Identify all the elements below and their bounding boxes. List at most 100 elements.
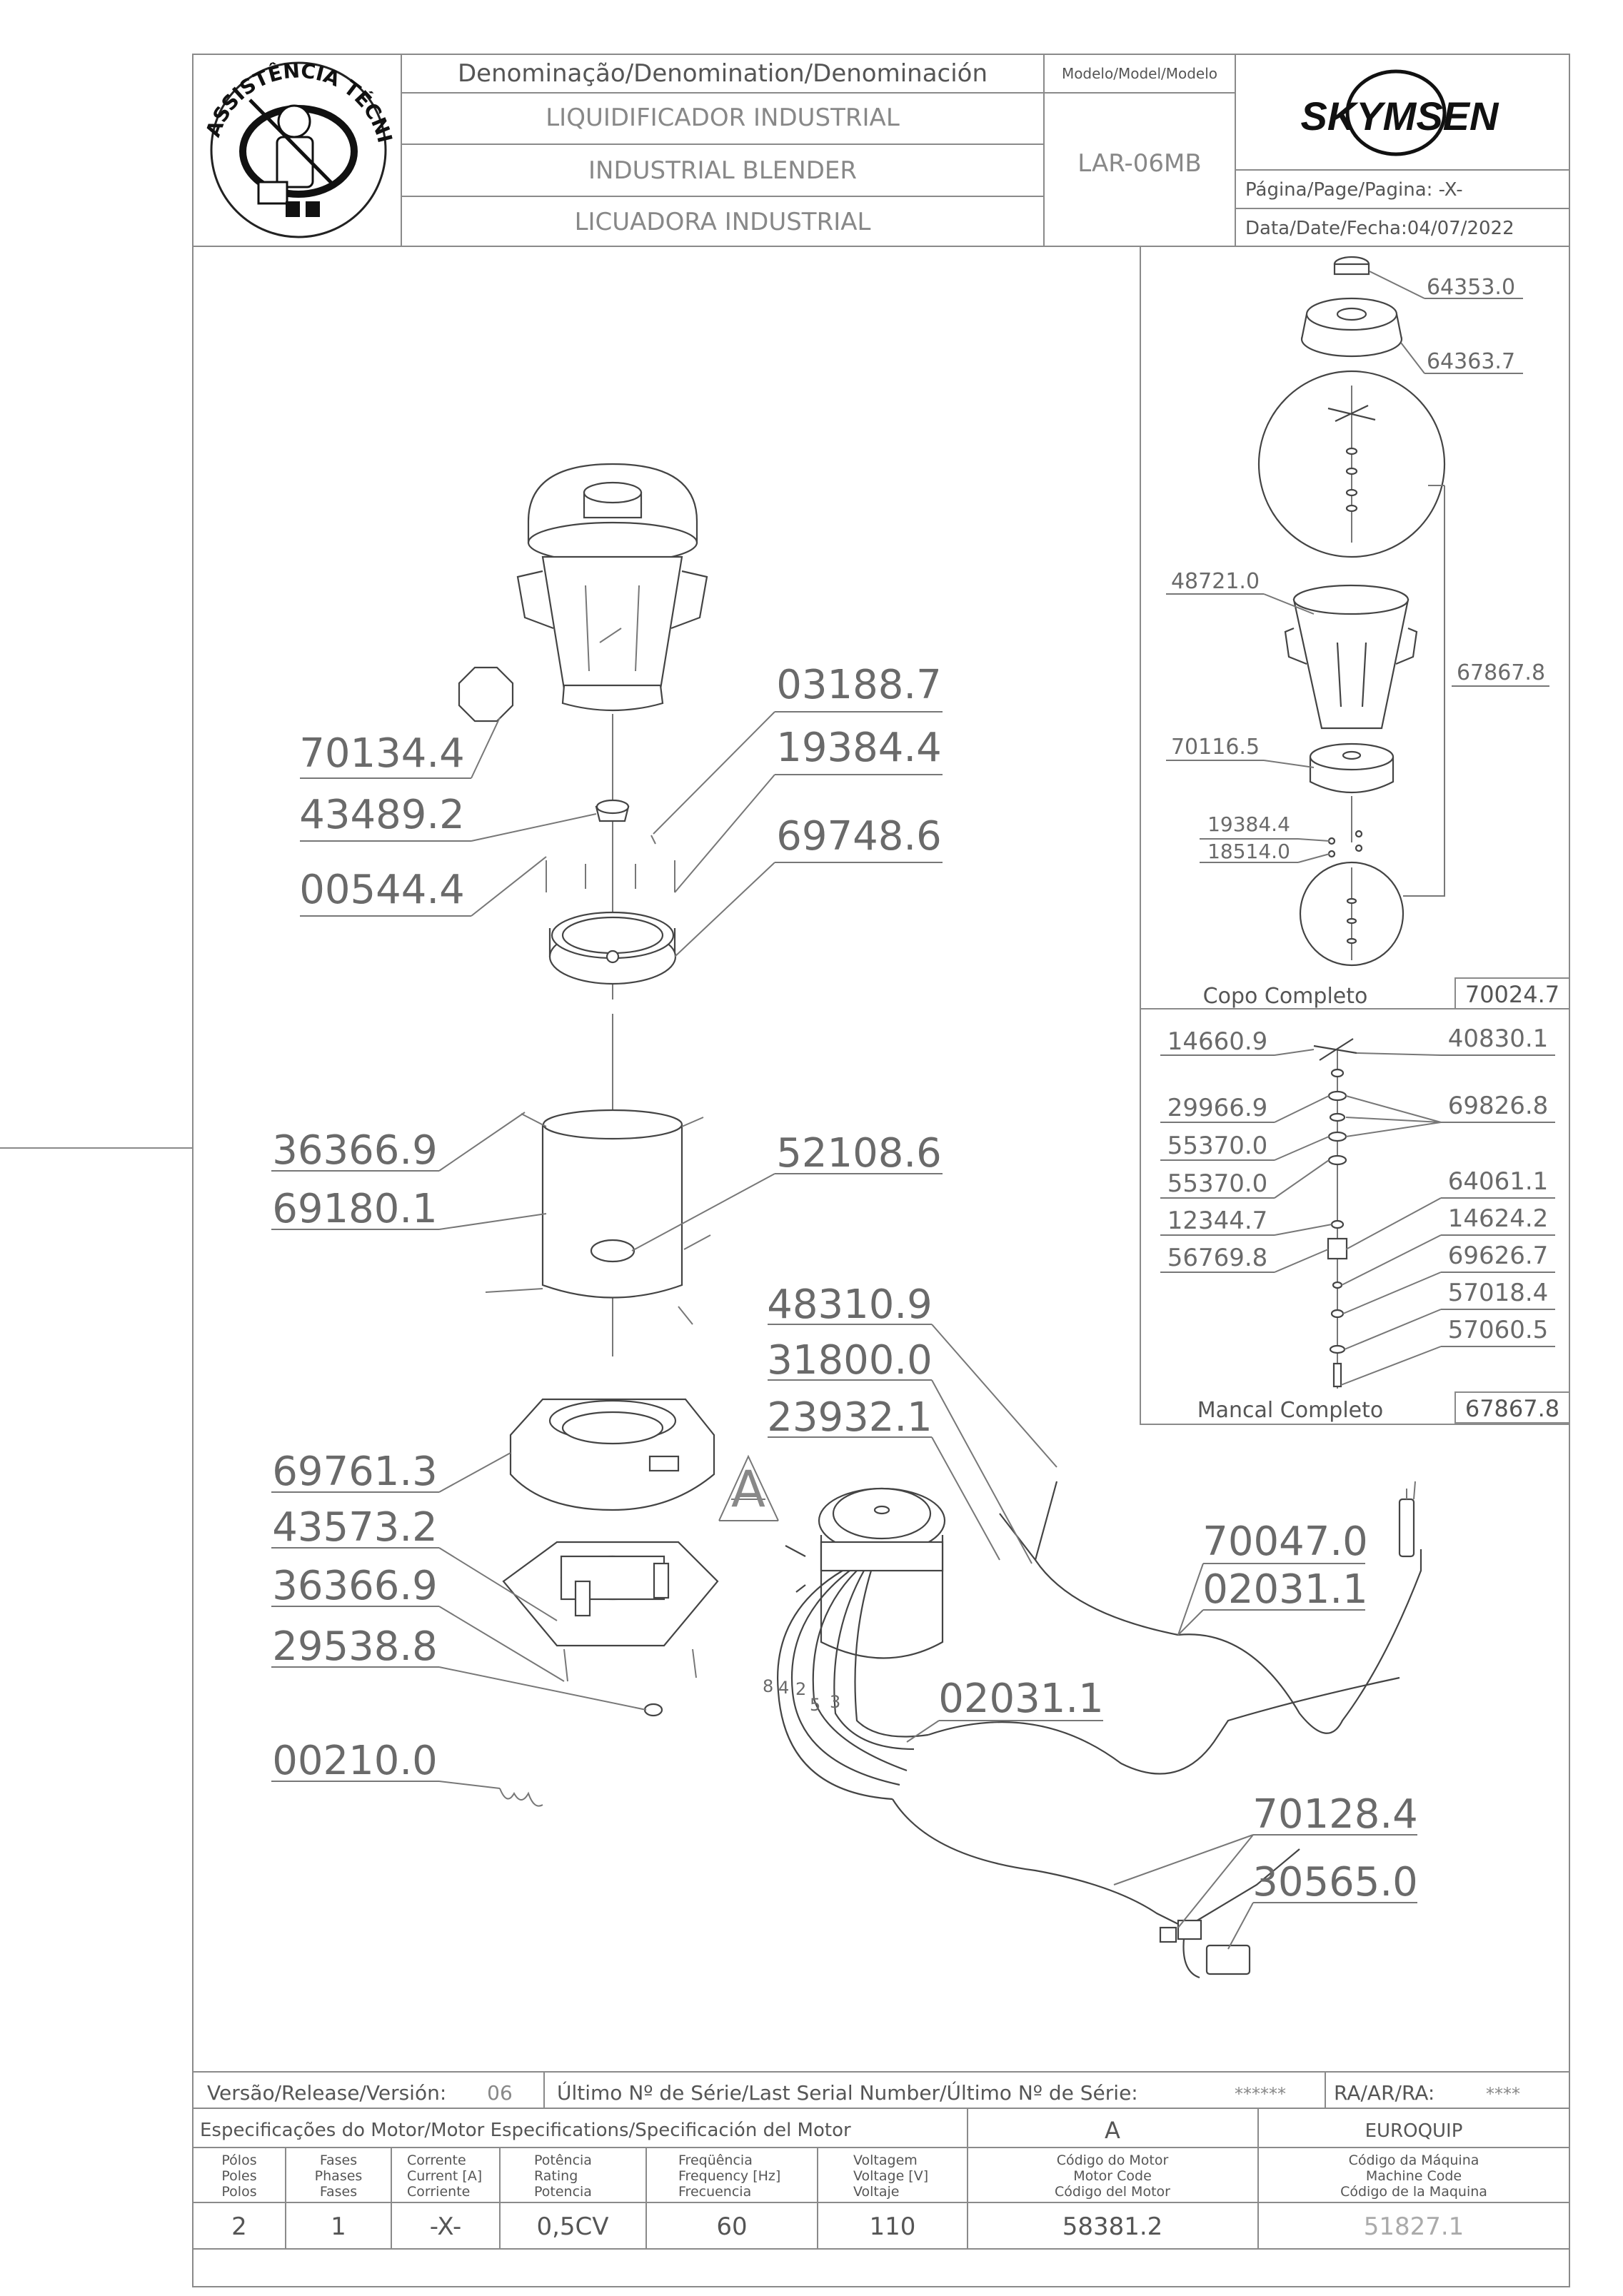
skymsen-brand-logo: SKYMSEN xyxy=(1301,69,1499,156)
label-52108-6: 52108.6 xyxy=(776,1130,942,1177)
col-motor-code-h3: Código del Motor xyxy=(1055,2184,1170,2200)
blender-base-drawing xyxy=(509,1398,715,1511)
model-label: Modelo/Model/Modelo xyxy=(1062,65,1217,82)
blade-contour-octagon xyxy=(458,666,514,722)
label-43573-2: 43573.2 xyxy=(272,1504,438,1551)
col-rating-h1: Potência xyxy=(534,2152,592,2168)
wire-number-2: 2 xyxy=(795,1679,806,1699)
label-40830-1: 40830.1 xyxy=(1448,1024,1549,1053)
screws-drawing xyxy=(546,860,675,892)
label-12344-7: 12344.7 xyxy=(1167,1207,1268,1235)
ra-value: **** xyxy=(1486,2084,1520,2104)
label-43489-2: 43489.2 xyxy=(299,792,465,838)
label-67867-8: 67867.8 xyxy=(1457,660,1545,685)
detail-letter-a: A xyxy=(731,1460,765,1519)
copo-code: 70024.7 xyxy=(1465,981,1559,1008)
label-64353-0: 64353.0 xyxy=(1427,275,1515,300)
label-18514-0: 18514.0 xyxy=(1207,840,1290,863)
value-poles: 2 xyxy=(231,2212,247,2241)
motor-letter: A xyxy=(1105,2117,1120,2144)
svg-text:Versão/Release/Versión:: Versão/Release/Versión: xyxy=(207,2081,446,2105)
col-voltage-h2: Voltage [V] xyxy=(853,2168,928,2184)
label-57060-5: 57060.5 xyxy=(1448,1316,1549,1344)
release-label: Versão/Release/Versión: xyxy=(207,2081,446,2105)
bottom-plate-drawing xyxy=(502,1541,719,1717)
label-70134-4: 70134.4 xyxy=(299,730,465,777)
label-02031-1-a: 02031.1 xyxy=(1202,1566,1368,1613)
col-poles-h2: Poles xyxy=(221,2168,256,2184)
label-00210-0: 00210.0 xyxy=(272,1738,438,1784)
mancal-title: Mancal Completo xyxy=(1197,1398,1384,1423)
label-56769-8: 56769.8 xyxy=(1167,1244,1268,1272)
main-exploded-view: A xyxy=(271,463,1422,1979)
label-29966-9: 29966.9 xyxy=(1167,1094,1268,1122)
col-poles-h3: Polos xyxy=(221,2184,256,2200)
col-rating-h2: Rating xyxy=(534,2168,578,2184)
col-machine-code-h3: Código de la Maquina xyxy=(1340,2184,1487,2200)
motor-drawing xyxy=(785,1487,946,1659)
col-current-h1: Corrente xyxy=(407,2152,466,2168)
label-55370-0-b: 55370.0 xyxy=(1167,1169,1268,1198)
serial-label: Último Nº de Série/Last Serial Number/Úl… xyxy=(557,2080,1138,2105)
col-motor-code-h2: Motor Code xyxy=(1073,2168,1152,2184)
label-03188-7: 03188.7 xyxy=(776,662,942,708)
motor-spec-label: Especificações do Motor/Motor Especifica… xyxy=(200,2120,851,2141)
col-poles-h1: Pólos xyxy=(221,2152,256,2168)
denomination-label: Denominação/Denomination/Denominación xyxy=(458,59,988,88)
label-19384-4-copo: 19384.4 xyxy=(1207,812,1290,836)
label-48310-9: 48310.9 xyxy=(767,1282,933,1328)
col-phases-h2: Phases xyxy=(315,2168,363,2184)
page-value: -X- xyxy=(1439,179,1463,201)
col-frequency-h3: Frecuencia xyxy=(678,2184,751,2200)
label-36366-9-b: 36366.9 xyxy=(272,1563,438,1609)
label-55370-0-a: 55370.0 xyxy=(1167,1132,1268,1160)
svg-text:Página/Page/Pagina: -X-: Página/Page/Pagina: -X- xyxy=(1245,179,1463,201)
date-value: 04/07/2022 xyxy=(1407,218,1514,239)
label-23932-1: 23932.1 xyxy=(767,1394,933,1441)
col-frequency-h2: Frequency [Hz] xyxy=(678,2168,780,2184)
name-english: INDUSTRIAL BLENDER xyxy=(588,156,857,185)
drawing-border xyxy=(192,54,1570,2287)
value-motor-code: 58381.2 xyxy=(1062,2212,1163,2241)
label-70128-4: 70128.4 xyxy=(1252,1791,1418,1838)
value-current: -X- xyxy=(430,2212,461,2241)
machine-supplier: EUROQUIP xyxy=(1365,2120,1463,2142)
blender-jar-drawing xyxy=(516,463,708,712)
page-label: Página/Page/Pagina: xyxy=(1245,179,1432,201)
motor-housing-cylinder-drawing xyxy=(485,1109,711,1325)
col-rating-h3: Potencia xyxy=(534,2184,592,2200)
label-64061-1: 64061.1 xyxy=(1448,1167,1549,1196)
label-69826-8: 69826.8 xyxy=(1448,1092,1549,1120)
value-voltage: 110 xyxy=(870,2212,916,2241)
label-48721-0: 48721.0 xyxy=(1171,569,1260,594)
label-00544-4: 00544.4 xyxy=(299,867,465,913)
label-30565-0: 30565.0 xyxy=(1252,1859,1418,1905)
label-02031-1-b: 02031.1 xyxy=(938,1676,1104,1722)
wiring-harness-drawing xyxy=(777,1481,1422,1979)
name-spanish: LICUADORA INDUSTRIAL xyxy=(575,208,871,236)
label-29538-8: 29538.8 xyxy=(272,1623,438,1670)
col-current-h3: Corriente xyxy=(407,2184,470,2200)
label-70116-5: 70116.5 xyxy=(1171,735,1260,760)
value-phases: 1 xyxy=(331,2212,346,2241)
label-69748-6: 69748.6 xyxy=(776,813,942,860)
col-machine-code-h1: Código da Máquina xyxy=(1349,2152,1479,2168)
label-14660-9: 14660.9 xyxy=(1167,1027,1268,1056)
wire-number-4: 4 xyxy=(778,1678,789,1698)
serial-value: ****** xyxy=(1235,2084,1286,2104)
svg-text:Data/Date/Fecha:04/07/2022: Data/Date/Fecha:04/07/2022 xyxy=(1245,218,1514,239)
label-14624-2: 14624.2 xyxy=(1448,1204,1549,1233)
wire-number-5: 5 xyxy=(810,1695,820,1715)
col-machine-code-h2: Machine Code xyxy=(1366,2168,1462,2184)
col-phases-h1: Fases xyxy=(320,2152,357,2168)
value-rating: 0,5CV xyxy=(536,2212,608,2241)
authorized-technical-assistance-logo: ASSISTÊNCIA TÉCNICA AUTORIZADA xyxy=(0,0,397,238)
value-frequency: 60 xyxy=(716,2212,747,2241)
label-64363-7: 64363.7 xyxy=(1427,349,1515,374)
col-phases-h3: Fases xyxy=(320,2184,357,2200)
value-machine-code: 51827.1 xyxy=(1364,2212,1464,2241)
col-voltage-h1: Voltagem xyxy=(853,2152,918,2168)
title-block: ASSISTÊNCIA TÉCNICA AUTORIZADA Denominaç… xyxy=(0,0,1569,247)
jar-base-drawing xyxy=(548,911,677,985)
